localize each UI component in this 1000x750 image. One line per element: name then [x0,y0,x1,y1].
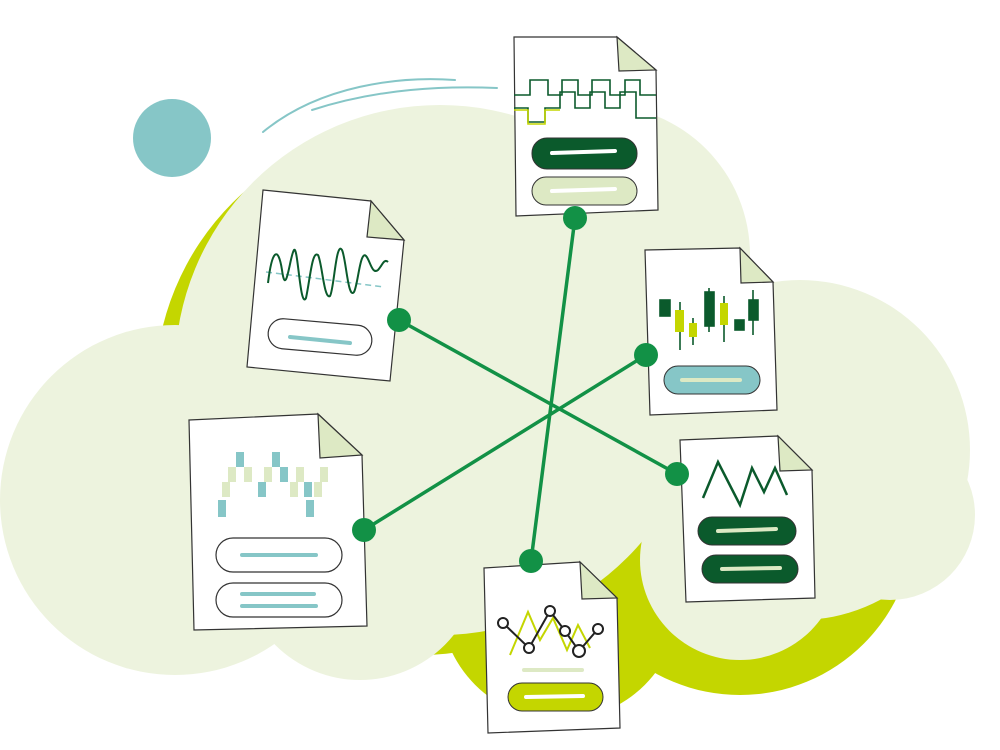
node-dot [634,343,658,367]
waveform-document[interactable] [246,189,406,382]
teal-dot-decoration [133,99,211,177]
connector-line [362,353,648,532]
heatmap-doc-button-2 [215,582,343,618]
pixel-heatmap-icon [218,452,328,517]
connector-line [529,216,577,563]
node-dot [387,308,411,332]
scatter-line-chart-icon [497,605,604,658]
square-wave-chart-icon [514,79,656,125]
connector-line [397,318,679,476]
sine-wave-chart-icon [265,247,389,301]
candlestick-chart-icon [659,288,759,350]
node-dot [665,462,689,486]
node-dot [563,206,587,230]
scatter-line-document[interactable] [483,560,621,734]
network-nodes [352,206,689,573]
square-wave-document[interactable] [513,35,659,217]
zigzag-document[interactable] [679,434,816,603]
zigzag-line-chart-icon [701,459,789,509]
candlestick-document[interactable] [644,246,778,416]
network-connectors [362,216,679,563]
swoosh-lines [262,78,498,133]
waveform-doc-button [267,318,373,356]
node-dot [352,518,376,542]
node-dot [519,549,543,573]
heatmap-document[interactable] [188,412,368,631]
